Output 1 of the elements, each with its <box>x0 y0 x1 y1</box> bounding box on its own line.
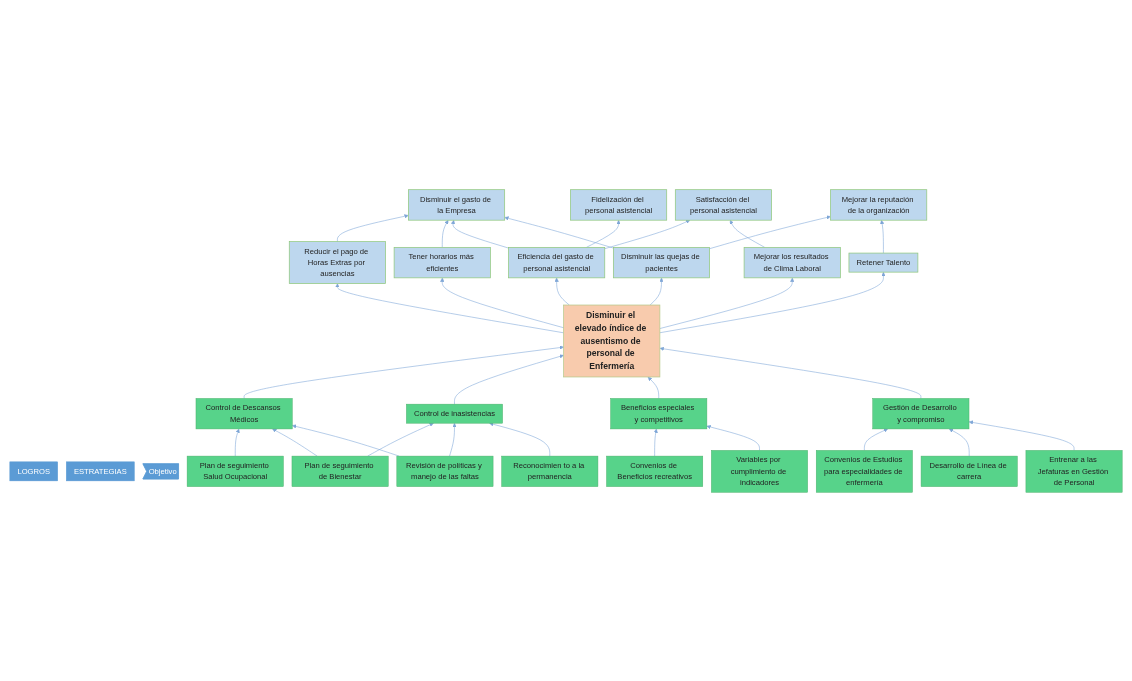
node-box: Disminuir el elevado índice de ausentismo de personal de Enfermería <box>563 304 661 377</box>
